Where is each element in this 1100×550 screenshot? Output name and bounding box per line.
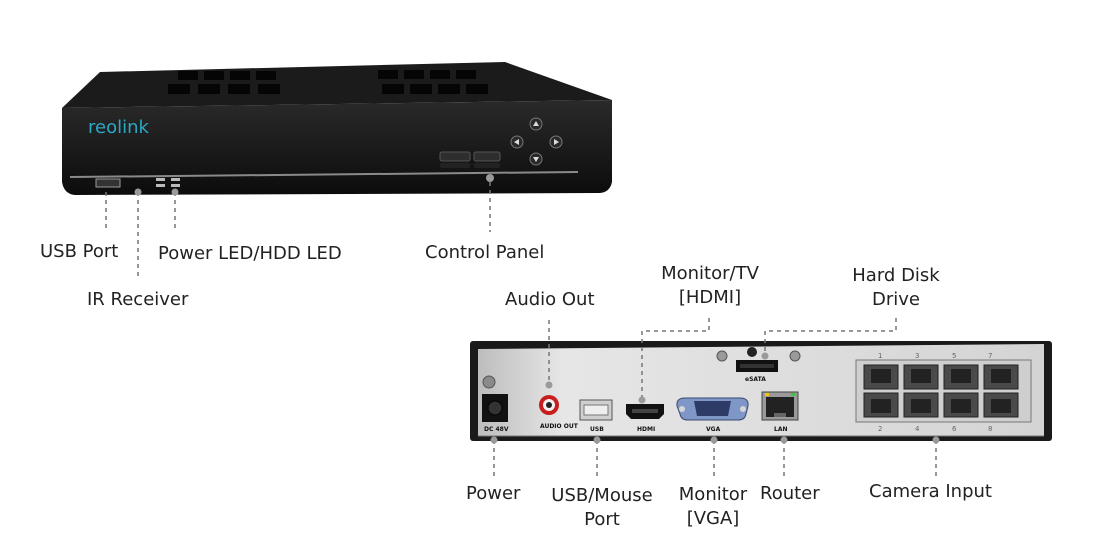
poe-number: 8 <box>988 425 992 433</box>
top-vents <box>168 70 488 94</box>
ir-receiver-label: IR Receiver <box>87 289 189 310</box>
vga-label: VGA <box>706 426 721 433</box>
hard-disk-drive-label: Hard Disk Drive <box>852 265 940 310</box>
power-led-label: Power LED/HDD LED <box>158 243 342 264</box>
front-nvr-device: reolink <box>62 62 612 195</box>
arrow-right-icon <box>554 139 559 145</box>
poe-number: 1 <box>878 352 882 360</box>
usb-port-label: USB Port <box>40 241 119 262</box>
reolink-logo: reolink <box>88 117 150 138</box>
audio-out-label: AUDIO OUT <box>540 423 579 430</box>
poe-number: 7 <box>988 352 992 360</box>
poe-camera-ports <box>855 359 1032 423</box>
esata-label: eSATA <box>745 376 766 383</box>
front-usb-slot <box>95 178 121 188</box>
poe-number: 6 <box>952 425 957 433</box>
control-panel-label: Control Panel <box>425 242 545 263</box>
monitor-tv-hdmi-label: Monitor/TV [HDMI] <box>661 263 759 308</box>
poe-number: 3 <box>915 352 919 360</box>
rear-nvr-device <box>470 341 1052 441</box>
power-led <box>156 178 165 181</box>
usb-mouse-port-label: USB/Mouse Port <box>551 485 653 530</box>
control-dpad <box>510 117 563 166</box>
monitor-vga-label: Monitor [VGA] <box>678 484 748 529</box>
power-label: Power <box>466 483 521 504</box>
hdmi-label: HDMI <box>637 426 655 433</box>
poe-number: 5 <box>952 352 956 360</box>
arrow-left-icon <box>514 139 519 145</box>
dc-label: DC 48V <box>484 426 509 433</box>
audio-out-label: Audio Out <box>505 289 595 310</box>
rear-leader-lines <box>493 318 937 478</box>
poe-number: 2 <box>878 425 882 433</box>
camera-input-label: Camera Input <box>869 481 992 502</box>
arrow-down-icon <box>533 157 539 162</box>
hdd-led <box>171 178 180 181</box>
usb-label: USB <box>590 426 604 433</box>
lan-label: LAN <box>774 426 788 433</box>
poe-number: 4 <box>915 425 920 433</box>
arrow-up-icon <box>533 121 539 126</box>
front-leader-lines <box>105 182 491 280</box>
router-label: Router <box>760 483 820 504</box>
